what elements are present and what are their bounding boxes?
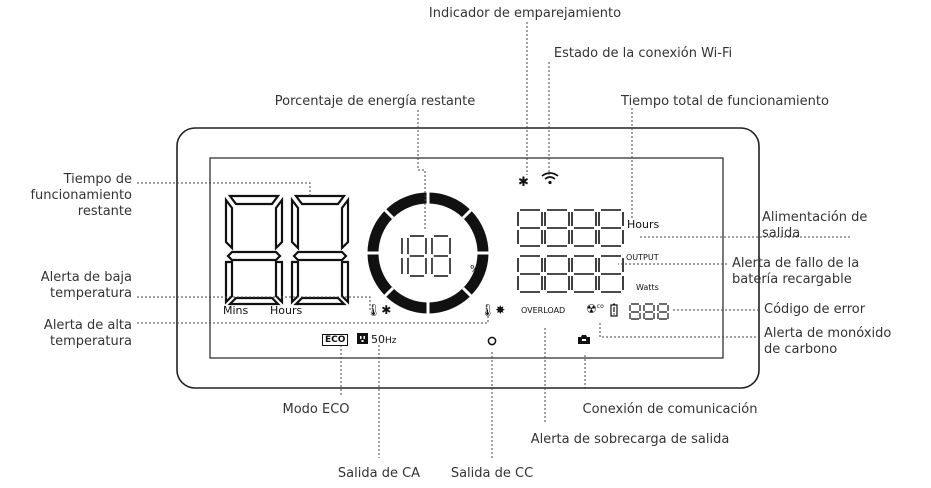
co-alert-icon: ☢co (586, 302, 604, 316)
thermometer-snow-icon: 🌡︎✱ (366, 303, 392, 317)
total-time-digits (517, 209, 624, 247)
label-high-temp: Alerta de alta temperatura (0, 318, 132, 350)
error-code-digits (629, 303, 669, 320)
label-output-power-line2: salida (762, 226, 801, 241)
eco-badge: ECO (322, 334, 349, 346)
label-high-temp-line1: Alerta de alta (43, 318, 132, 333)
frequency-readout: 50Hz (371, 333, 397, 346)
label-eco-mode: Modo ECO (282, 402, 350, 417)
label-total-runtime: Tiempo total de funcionamiento (621, 94, 829, 109)
label-remaining-time: Tiempo de funcionamiento restante (0, 172, 132, 220)
label-battery-fault: Alerta de fallo de la batería recargable (732, 256, 859, 288)
frequency-unit: Hz (385, 336, 397, 346)
label-remaining-time-line1: Tiempo de (63, 172, 132, 187)
bluetooth-icon: ✱ (518, 175, 529, 190)
wifi-icon (541, 171, 559, 188)
thermometer-sun-icon: 🌡︎✸ (480, 303, 506, 317)
label-battery-fault-line2: batería recargable (732, 272, 852, 287)
eco-text: ECO (325, 335, 346, 345)
percent-digits (401, 235, 451, 277)
label-output-power-line1: Alimentación de (762, 210, 868, 225)
label-output-power: Alimentación de salida (762, 210, 867, 242)
label-dc-output: Salida de CC (450, 466, 534, 481)
label-error-code: Código de error (764, 302, 866, 317)
label-co-alert-line2: de carbono (764, 342, 838, 357)
lcd-screen (209, 157, 724, 359)
label-wifi-status: Estado de la conexión Wi-Fi (553, 46, 733, 61)
output-watts-digits (517, 255, 624, 293)
label-energy-percentage: Porcentaje de energía restante (274, 94, 476, 109)
dc-output-icon (487, 336, 497, 349)
ac-plug-icon (357, 333, 368, 347)
hours-left-label: Hours (270, 304, 303, 317)
hours-right-label: Hours (627, 218, 660, 231)
battery-fault-icon (610, 303, 618, 320)
leader-lines (137, 22, 850, 458)
output-label: OUTPUT (626, 253, 659, 262)
label-overload: Alerta de sobrecarga de salida (530, 432, 730, 447)
label-pairing-indicator: Indicador de emparejamiento (428, 6, 622, 21)
outer-bezel (176, 127, 760, 389)
label-remaining-time-line3: restante (77, 204, 132, 219)
percent-sign: % (470, 264, 480, 275)
label-battery-fault-line1: Alerta de fallo de la (732, 256, 860, 271)
watts-label: Watts (636, 283, 659, 292)
label-high-temp-line2: temperatura (50, 334, 132, 349)
label-remaining-time-line2: funcionamiento (30, 188, 132, 203)
label-low-temp-line1: Alerta de baja (40, 270, 132, 285)
label-co-alert: Alerta de monóxido de carbono (764, 326, 891, 358)
label-low-temp-line2: temperatura (50, 286, 132, 301)
communication-icon (577, 334, 591, 348)
label-low-temp: Alerta de baja temperatura (0, 270, 132, 302)
overload-label: OVERLOAD (521, 306, 566, 315)
label-communication: Conexión de comunicación (582, 402, 758, 417)
label-co-alert-line1: Alerta de monóxido (764, 326, 892, 341)
label-ac-output: Salida de CA (337, 466, 421, 481)
energy-ring (367, 192, 489, 314)
frequency-value: 50 (371, 333, 385, 346)
remaining-time-digits (224, 194, 350, 306)
mins-label: Mins (223, 304, 249, 317)
co-superscript: co (596, 303, 604, 310)
